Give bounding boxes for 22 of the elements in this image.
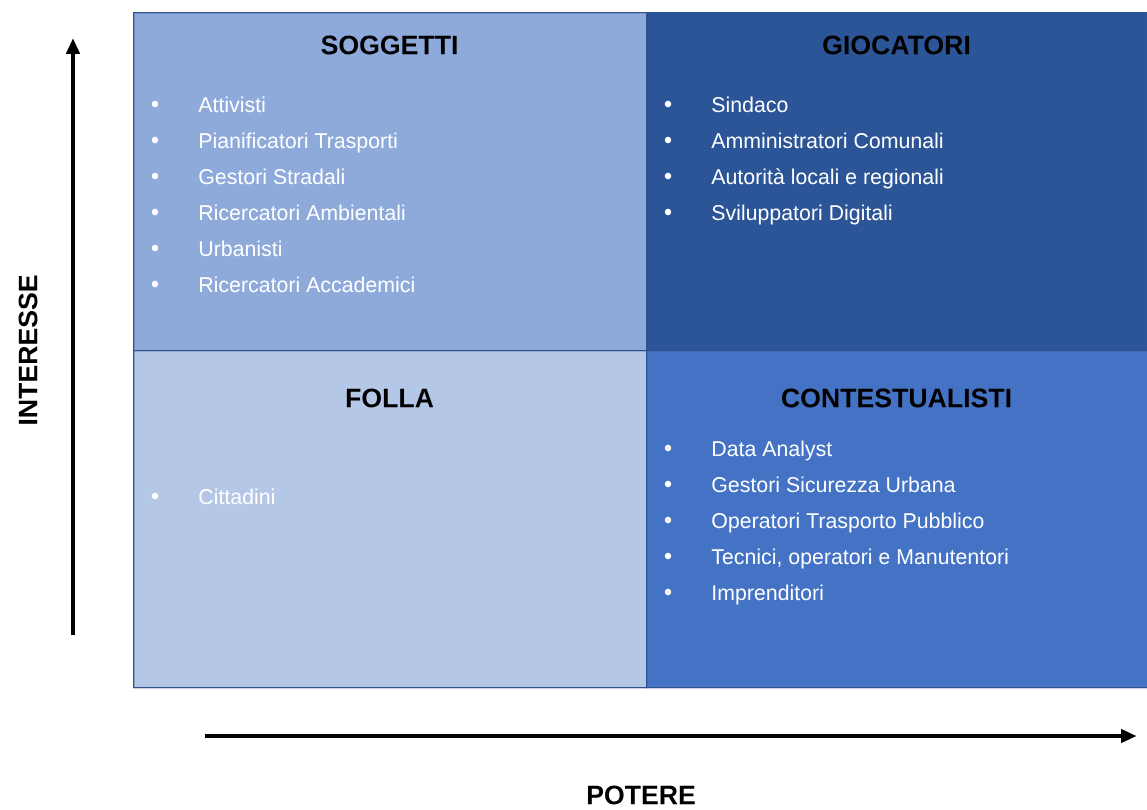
quadrant-heading: FOLLA [346,388,434,408]
bullet-item: Ricercatori Ambientali [200,204,405,221]
axis-label: INTERESSE [18,275,38,424]
bullet-item: Imprenditori [713,584,823,605]
bullet-item: Sindaco [712,96,788,113]
bullet-item: Operatori Trasporto Pubblico [712,512,984,533]
bullet-item: Pianificatori Trasporti [200,132,397,153]
bullet-item: Gestori Stradali [199,168,344,185]
axis-label: POTERE [587,785,695,805]
quadrant-heading: SOGGETTI [321,35,457,55]
quadrant-heading: GIOCATORI [823,35,970,55]
bullet-item: Ricercatori Accademici [200,276,414,293]
bullet-item: Tecnici, operatori e Manutentori [711,548,1008,569]
bullet-item: Attivisti [198,96,265,113]
bullet-item: Gestori Sicurezza Urbana [712,476,956,493]
bullet-item: Cittadini [199,488,274,505]
bullet-item: Autorità locali e regionali [711,168,943,189]
bullet-item: Data Analyst [713,440,833,461]
quadrant-heading: CONTESTUALISTI [782,388,1011,408]
bullet-item: Urbanisti [199,240,281,257]
bullet-item: Amministratori Comunali [711,132,943,149]
bullet-item: Sviluppatori Digitali [712,204,892,225]
